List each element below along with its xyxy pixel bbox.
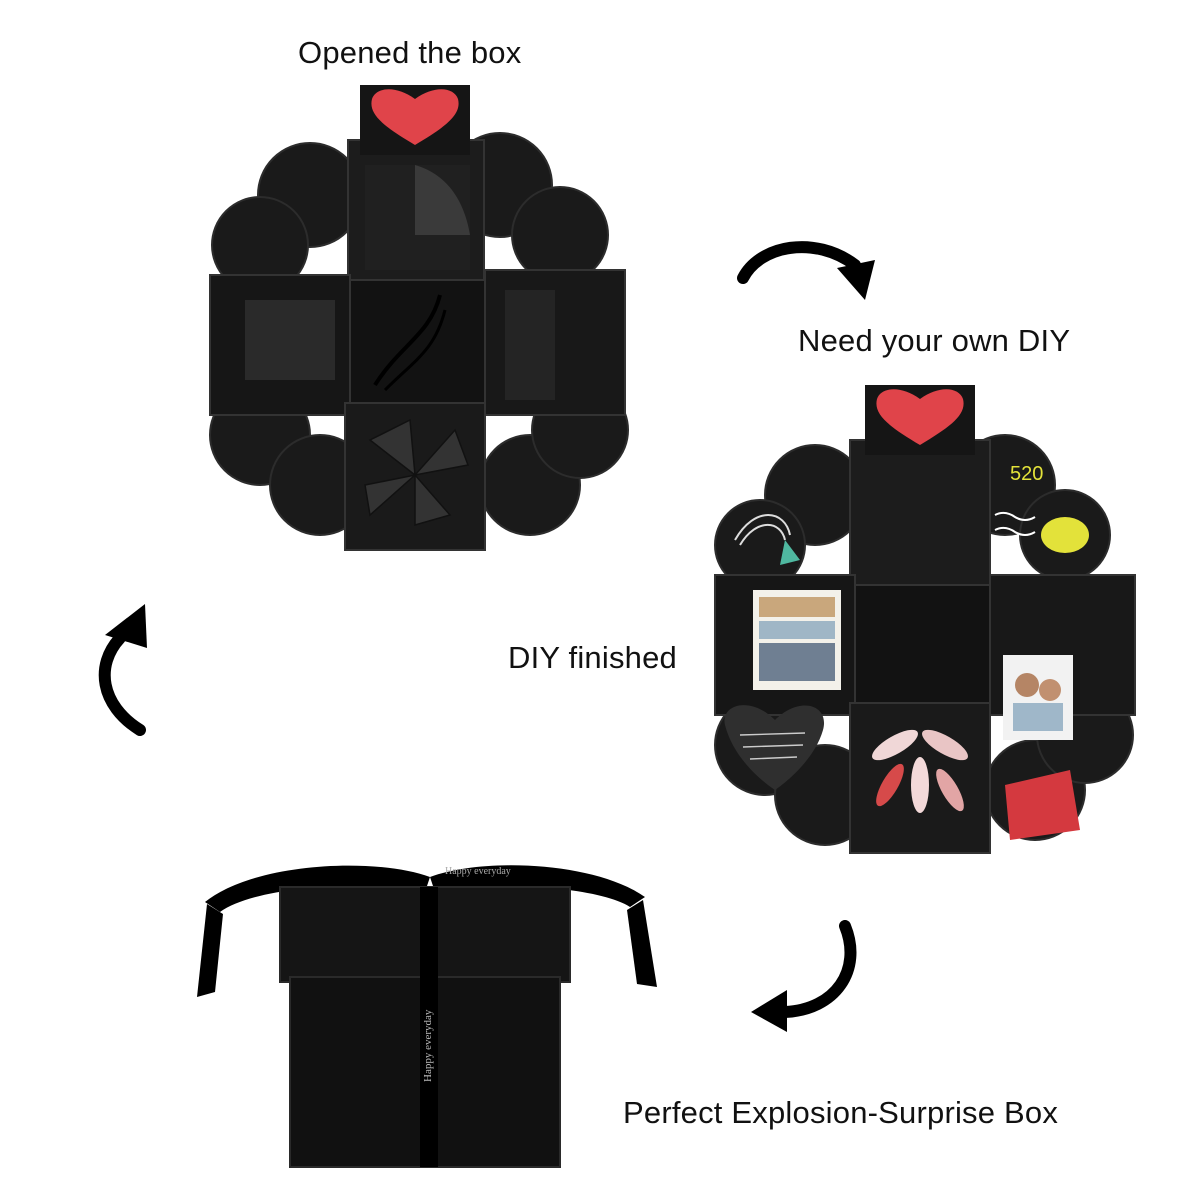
caption-need-your-own-diy: Need your own DIY — [798, 323, 1071, 358]
curved-arrow-icon — [751, 920, 857, 1032]
heart-icon — [371, 89, 459, 145]
diy-finished-box-image: 520 — [714, 385, 1136, 854]
ribbon-text-vertical: Happy everyday — [422, 1009, 434, 1082]
ribbon-text-top: Happy everyday — [445, 866, 511, 877]
caption-opened-the-box: Opened the box — [298, 35, 522, 70]
opened-box-image — [209, 85, 629, 551]
closed-box-image: Happy everyday Happy everyday — [197, 865, 657, 1168]
caption-diy-finished: DIY finished — [508, 640, 677, 675]
score-520: 520 — [1010, 463, 1043, 485]
curved-arrow-icon — [98, 604, 147, 736]
curved-arrow-icon — [737, 241, 875, 300]
pinwheel-fold — [364, 418, 470, 526]
heart-icon — [876, 389, 964, 445]
caption-perfect-explosion-surprise-box: Perfect Explosion-Surprise Box — [623, 1095, 1059, 1130]
flower-decoration — [872, 729, 968, 813]
